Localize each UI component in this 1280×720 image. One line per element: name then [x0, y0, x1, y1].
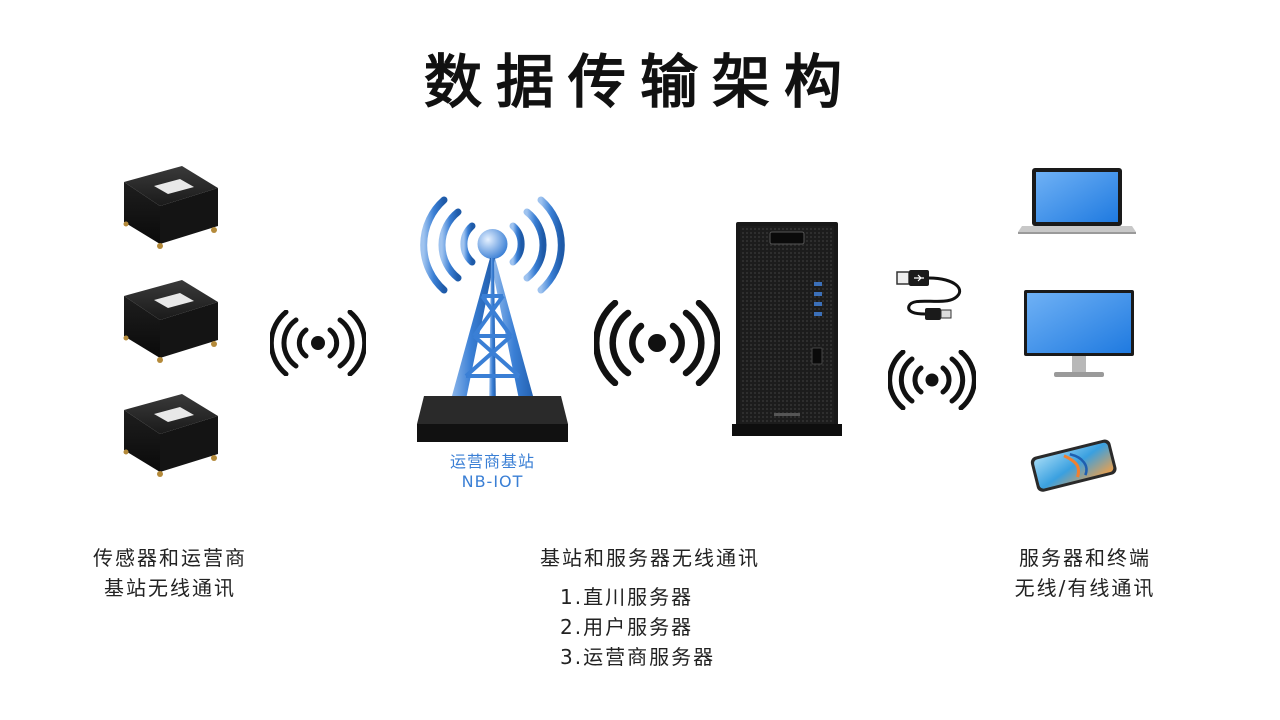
list-item: 3.运营商服务器 — [560, 645, 716, 669]
sensor-box-icon — [123, 166, 218, 249]
smartphone-icon — [1030, 439, 1117, 492]
station-protocol: NB-IOT — [461, 472, 524, 491]
caption-sensors-line2: 基站无线通讯 — [104, 576, 236, 600]
list-item: 2.用户服务器 — [560, 615, 694, 639]
sensor-box-icon — [123, 280, 218, 363]
server-tower-icon — [732, 222, 842, 436]
page-title: 数据传输架构 — [423, 48, 856, 116]
wireless-signal-icon — [888, 350, 976, 410]
caption-station-server: 基站和服务器无线通讯 — [540, 546, 760, 570]
cell-tower-icon — [417, 196, 568, 442]
station-name: 运营商基站 — [449, 452, 535, 471]
caption-sensors-line1: 传感器和运营商 — [93, 546, 247, 570]
monitor-icon — [1024, 290, 1134, 377]
laptop-icon — [1018, 168, 1136, 234]
wireless-signal-icon — [270, 310, 366, 376]
list-item: 1.直川服务器 — [560, 585, 694, 609]
sensor-box-icon — [123, 394, 218, 477]
sensor-stack — [123, 166, 218, 477]
wireless-signal-icon — [594, 300, 720, 386]
usb-cable-icon — [896, 270, 962, 320]
caption-terminals-line1: 服务器和终端 — [1019, 546, 1151, 570]
caption-terminals-line2: 无线/有线通讯 — [1014, 576, 1156, 600]
server-list: 1.直川服务器 2.用户服务器 3.运营商服务器 — [560, 582, 800, 672]
